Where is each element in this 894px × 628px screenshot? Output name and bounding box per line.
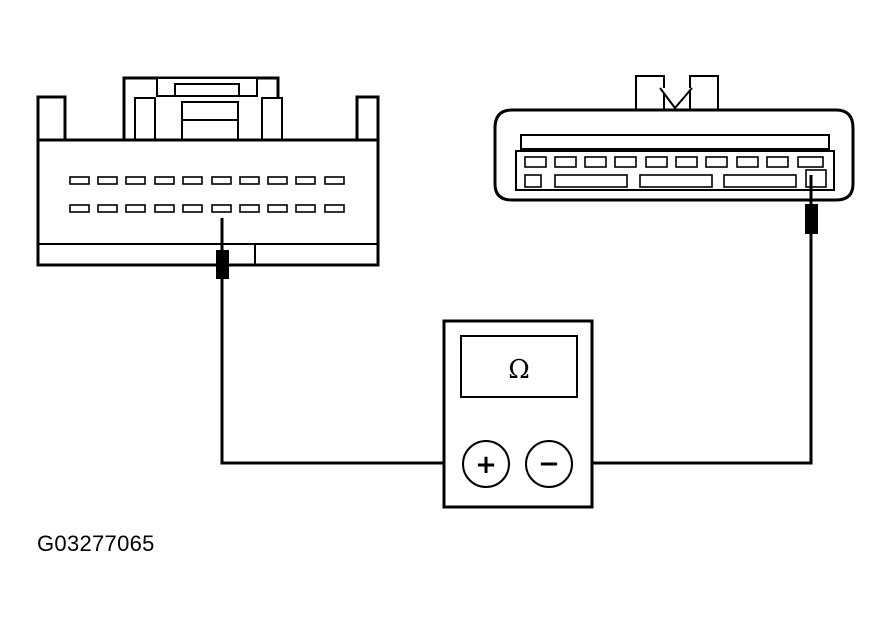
right-connector [493,75,855,202]
positive-lead-wire [220,278,462,465]
negative-probe [805,175,818,234]
ohm-symbol: Ω [508,355,530,385]
negative-lead-wire [572,232,813,465]
negative-terminal-label: − [538,449,560,479]
positive-terminal-label: + [475,450,497,480]
left-connector [36,76,380,267]
meter-display [460,335,578,398]
right-connector-pins [524,156,827,188]
negative-terminal [525,440,573,488]
positive-probe [216,218,229,279]
figure-id: G03277065 [37,531,155,556]
left-connector-pins [69,176,345,213]
ohmmeter: Ω + − [442,319,594,509]
positive-terminal [462,440,510,488]
